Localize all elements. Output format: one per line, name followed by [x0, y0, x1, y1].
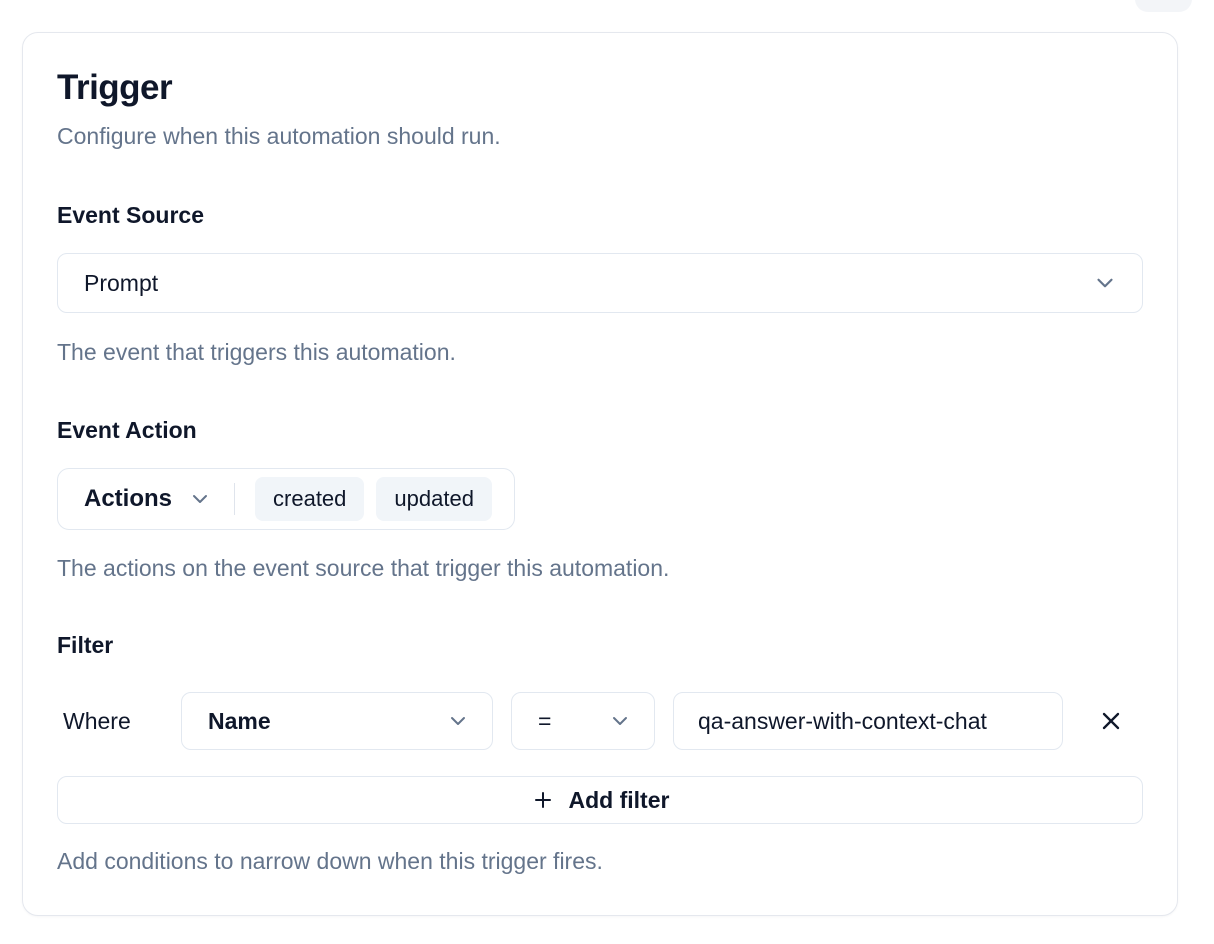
chevron-down-icon — [451, 717, 465, 725]
event-source-label: Event Source — [57, 202, 204, 228]
filter-value-input[interactable] — [673, 692, 1063, 750]
page-title: Trigger — [57, 68, 173, 107]
trigger-card: Trigger Configure when this automation s… — [22, 32, 1178, 916]
event-source-selected-value: Prompt — [84, 269, 159, 296]
add-filter-label: Add filter — [568, 786, 670, 813]
event-action-control: Actions created updated — [57, 468, 515, 530]
filter-help: Add conditions to narrow down when this … — [57, 848, 603, 874]
action-chip-updated[interactable]: updated — [376, 477, 492, 521]
filter-label: Filter — [57, 632, 114, 658]
filter-condition-row: Where Name = — [57, 692, 1143, 750]
remove-filter-button[interactable] — [1089, 699, 1133, 743]
where-label: Where — [63, 707, 131, 734]
plus-icon — [534, 792, 551, 808]
action-chip-created[interactable]: created — [255, 477, 365, 521]
event-action-label: Event Action — [57, 417, 197, 443]
chevron-down-icon — [613, 717, 627, 725]
filter-operator-select[interactable]: = — [511, 692, 655, 750]
actions-dropdown[interactable]: Actions — [84, 485, 212, 513]
page-subtitle: Configure when this automation should ru… — [57, 123, 501, 149]
chevron-down-icon — [193, 495, 208, 503]
divider — [234, 483, 236, 515]
actions-dropdown-label: Actions — [84, 485, 173, 512]
filter-field-value: Name — [208, 707, 271, 734]
filter-operator-value: = — [538, 707, 552, 734]
clipped-top-right-artifact — [1135, 0, 1192, 12]
event-action-help: The actions on the event source that tri… — [57, 555, 670, 581]
event-source-help: The event that triggers this automation. — [57, 339, 456, 365]
filter-field-select[interactable]: Name — [181, 692, 493, 750]
event-source-select[interactable]: Prompt — [57, 253, 1143, 313]
chevron-down-icon — [1097, 278, 1113, 288]
add-filter-button[interactable]: Add filter — [57, 776, 1143, 824]
close-icon — [1102, 712, 1120, 730]
